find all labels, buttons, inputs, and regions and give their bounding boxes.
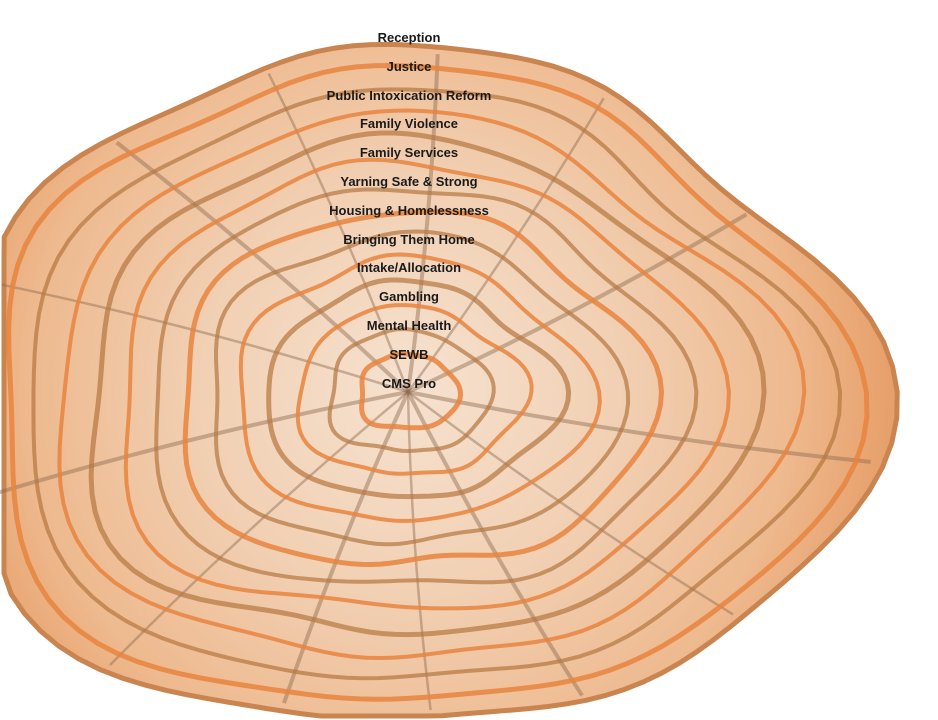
ring-label-yarning-safe-strong: Yarning Safe & Strong xyxy=(340,174,478,189)
wood-cracks xyxy=(0,54,871,711)
wood-crack xyxy=(407,212,748,394)
growth-rings xyxy=(6,62,870,702)
wood-crack xyxy=(109,391,409,666)
wood-crack xyxy=(406,391,432,711)
growth-ring xyxy=(213,229,631,547)
growth-ring xyxy=(359,350,464,431)
ring-label-justice: Justice xyxy=(386,58,432,74)
ring-label-public-intoxication-reform: Public Intoxication Reform xyxy=(326,87,492,103)
growth-ring xyxy=(6,62,870,702)
wood-crack xyxy=(407,390,871,464)
growth-ring xyxy=(182,209,665,568)
ring-label-cms-pro: CMS Pro xyxy=(381,375,437,391)
ring-label-housing-homelessness: Housing & Homelessness xyxy=(329,202,489,218)
ring-label-mental-health: Mental Health xyxy=(366,318,452,333)
ring-label-family-services: Family Services xyxy=(359,145,459,161)
wood-crack xyxy=(282,391,410,704)
wood-crack xyxy=(115,140,410,394)
growth-ring xyxy=(88,130,767,638)
growth-ring xyxy=(266,277,572,500)
growth-ring xyxy=(31,87,843,681)
ring-label-sewb: SEWB xyxy=(389,346,429,362)
ring-label-intake-allocation: Intake/Allocation xyxy=(356,260,462,276)
wood-crack xyxy=(406,97,605,393)
wood-crack xyxy=(267,73,410,393)
growth-ring xyxy=(123,157,731,611)
wood-crack xyxy=(406,54,440,393)
ring-label-gambling: Gambling xyxy=(379,289,439,305)
ring-label-family-violence: Family Violence xyxy=(359,116,459,132)
growth-ring xyxy=(238,252,602,523)
wood-crack xyxy=(406,391,584,697)
stump-outline xyxy=(1,41,900,719)
wood-crack xyxy=(0,390,409,495)
ring-label-reception: Reception xyxy=(377,30,441,45)
wood-crack xyxy=(1,283,409,394)
growth-ring xyxy=(57,108,807,661)
ring-label-bringing-them-home: Bringing Them Home xyxy=(343,231,475,247)
wood-crack xyxy=(407,391,734,616)
growth-ring xyxy=(327,326,496,454)
growth-ring xyxy=(295,303,534,476)
growth-ring xyxy=(154,187,699,585)
